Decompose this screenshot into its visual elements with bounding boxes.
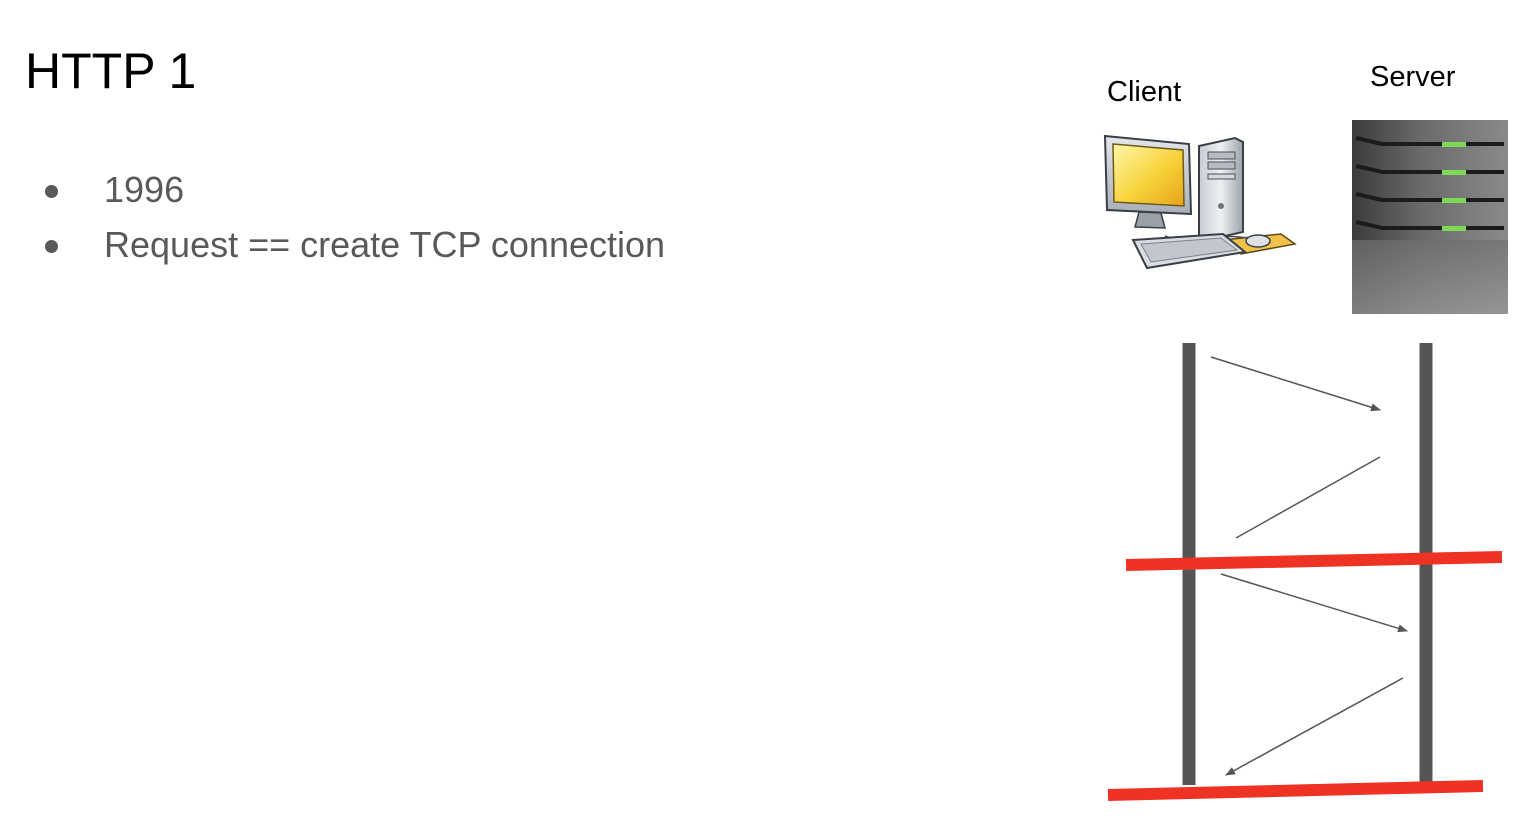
connection-boundary-line	[1125, 551, 1503, 571]
server-rack-icon	[1352, 120, 1508, 314]
bullet-list: 1996 Request == create TCP connection	[42, 168, 665, 278]
response-line	[1235, 456, 1381, 539]
bullet-dot-icon	[45, 240, 58, 253]
bullet-item: 1996	[42, 168, 665, 223]
client-label: Client	[1107, 76, 1182, 108]
bullet-text: Request == create TCP connection	[104, 224, 666, 265]
request-arrow	[1210, 356, 1381, 412]
request-arrow	[1220, 573, 1408, 633]
response-arrow	[1225, 677, 1404, 776]
desktop-computer-icon	[1103, 134, 1297, 270]
slide-title: HTTP 1	[25, 43, 197, 99]
bullet-dot-icon	[45, 185, 58, 198]
bullet-item: Request == create TCP connection	[42, 223, 665, 278]
sequence-diagram	[1107, 343, 1503, 801]
bullet-text: 1996	[104, 169, 185, 210]
connection-boundary-line	[1107, 780, 1484, 801]
server-label: Server	[1370, 61, 1456, 93]
